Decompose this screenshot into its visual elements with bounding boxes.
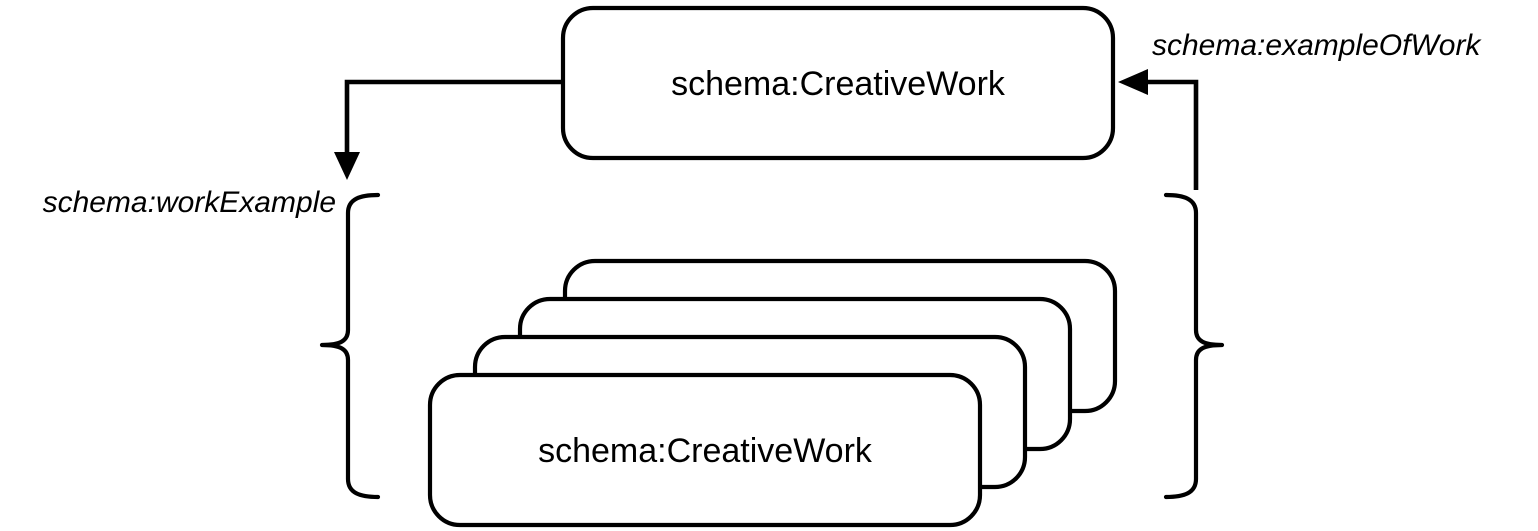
parent-node-box — [560, 5, 1116, 161]
brace-right-path — [1163, 192, 1225, 500]
example-of-work-arrowhead-icon — [1118, 69, 1148, 95]
edge-example-of-work[interactable]: schema:exampleOfWork — [1118, 29, 1482, 190]
brace-left-path — [319, 192, 381, 500]
edge-label-work-example: schema:workExample — [43, 186, 336, 219]
example-of-work-connector-line — [1148, 79, 1199, 190]
work-example-arrowhead-icon — [334, 152, 360, 180]
parent-node-label: schema:CreativeWork — [671, 65, 1006, 103]
child-node-label: schema:CreativeWork — [538, 432, 873, 470]
work-example-connector-line — [344, 79, 563, 152]
node-children-creative-work-stack[interactable]: schema:CreativeWork — [427, 258, 1118, 528]
node-parent-creative-work[interactable]: schema:CreativeWork — [560, 5, 1116, 161]
edge-work-example[interactable]: schema:workExample — [43, 79, 563, 219]
brace-right — [1163, 192, 1225, 500]
edge-label-example-of-work: schema:exampleOfWork — [1152, 29, 1482, 62]
brace-left — [319, 192, 381, 500]
child-node-box-layer-1-front[interactable] — [427, 372, 983, 528]
